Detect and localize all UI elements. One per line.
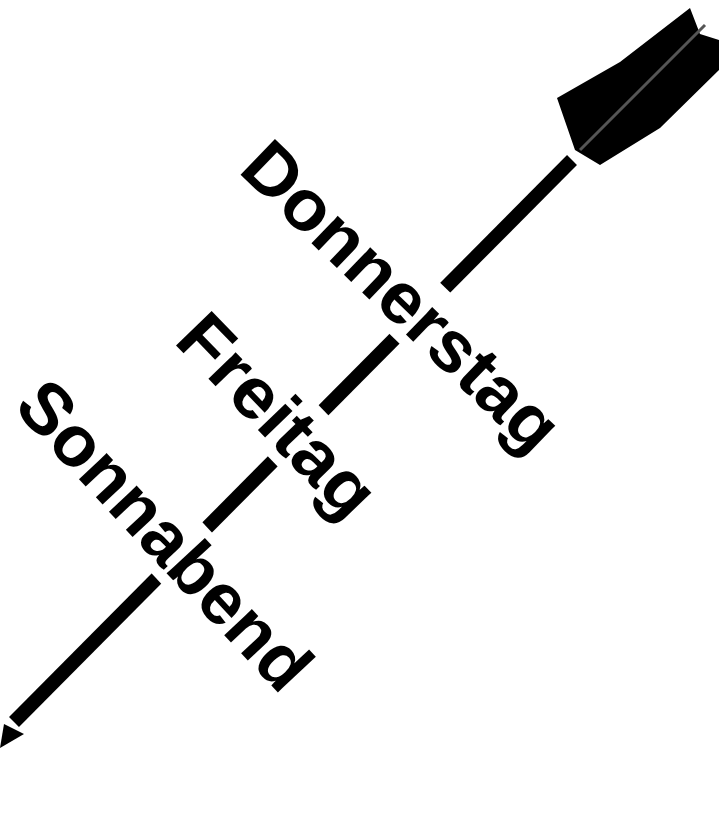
day-label: Freitag — [162, 297, 393, 533]
arrow-fletching — [557, 8, 719, 165]
fletching-stripe — [580, 25, 705, 150]
arrow-head — [0, 724, 24, 748]
